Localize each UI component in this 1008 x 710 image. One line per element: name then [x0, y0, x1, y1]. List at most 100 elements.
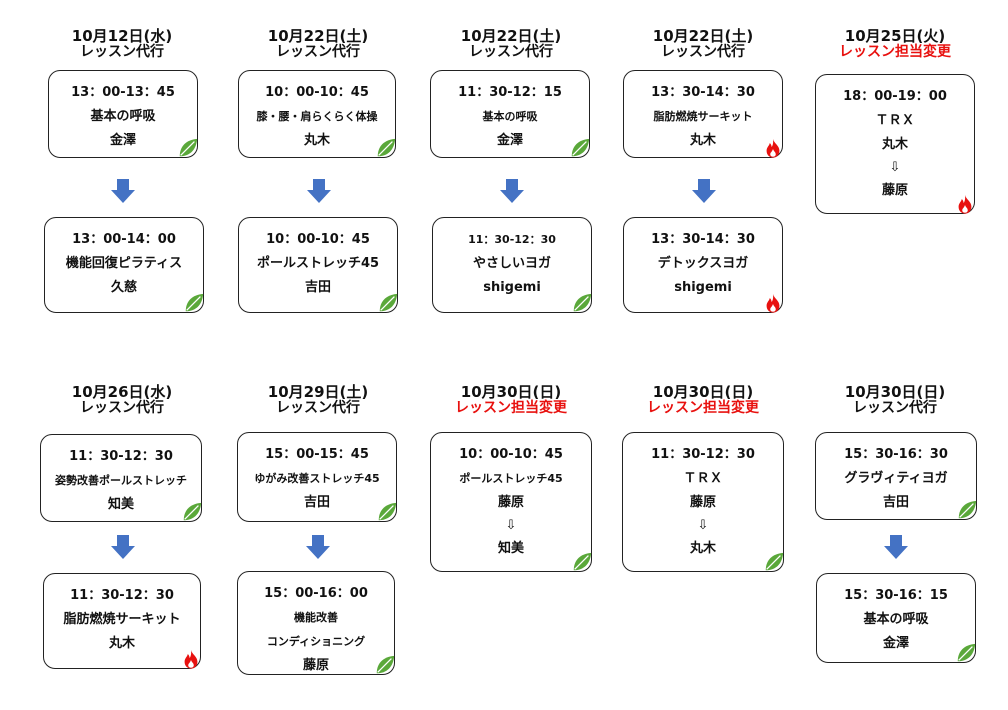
down-arrow-icon	[499, 178, 525, 204]
fire-icon	[762, 292, 784, 314]
leaf-icon	[183, 292, 205, 314]
time-slot: 13：30-14：30	[651, 232, 755, 247]
instructor-name: shigemi	[674, 280, 732, 295]
down-arrow-icon	[110, 534, 136, 560]
lesson-card-original: 15：00-15：45 ゆがみ改善ストレッチ45 吉田	[237, 432, 397, 522]
time-slot: 15：00-15：45	[265, 447, 369, 462]
instructor-name: 知美	[497, 541, 524, 556]
schedule-header: 10月22日(土)レッスン代行	[623, 28, 783, 60]
lesson-name: 藤原	[689, 495, 716, 510]
lesson-name: コンディショニング	[266, 635, 366, 648]
instructor-name: 丸木	[689, 541, 716, 556]
down-arrow-icon	[305, 534, 331, 560]
time-slot: 13：30-14：30	[651, 85, 755, 100]
change-type: レッスン代行	[276, 400, 360, 416]
schedule-date: 10月30日(日)	[844, 383, 946, 401]
lesson-name: ゆがみ改善ストレッチ45	[254, 472, 380, 485]
lesson-name: ＴＲＸ	[683, 471, 723, 486]
time-slot: 11：30-12：30	[651, 447, 755, 462]
change-type: レッスン代行	[80, 44, 164, 60]
instructor-name: 吉田	[304, 280, 331, 295]
lesson-card-original: 13：00-13：45 基本の呼吸金澤	[48, 70, 198, 158]
change-type: レッスン代行	[661, 44, 745, 60]
down-arrow-icon	[110, 178, 136, 204]
lesson-name: 基本の呼吸	[863, 612, 929, 627]
time-slot: 11：30-12：30	[70, 588, 174, 603]
instructor-name: shigemi	[483, 280, 541, 295]
schedule-header: 10月25日(火)レッスン担当変更	[815, 28, 975, 60]
time-slot: 15：30-16：30	[844, 447, 948, 462]
lesson-card-replacement: 10：00-10：45 ポールストレッチ45 吉田	[238, 217, 398, 313]
instructor-name: 吉田	[303, 495, 330, 510]
lesson-card-replacement: 13：00-14：00 機能回復ピラティス久慈	[44, 217, 204, 313]
time-slot: 10：00-10：45	[265, 85, 369, 100]
lesson-name: ポールストレッチ45	[256, 256, 380, 271]
lesson-name: 基本の呼吸	[90, 109, 156, 124]
instructor-name: 吉田	[882, 495, 909, 510]
leaf-icon	[569, 137, 591, 159]
leaf-icon	[177, 137, 199, 159]
lesson-name: やさしいヨガ	[472, 256, 551, 271]
time-slot: 13：00-13：45	[71, 85, 175, 100]
lesson-name: グラヴィティヨガ	[844, 471, 948, 486]
instructor-name: 金澤	[882, 636, 909, 651]
leaf-icon	[571, 292, 593, 314]
fire-icon	[180, 648, 202, 670]
fire-icon	[762, 137, 784, 159]
change-type: レッスン担当変更	[839, 44, 951, 60]
lesson-name: ＴＲＸ	[875, 113, 915, 128]
lesson-name: 機能回復ピラティス	[65, 256, 183, 271]
down-arrow-icon	[883, 534, 909, 560]
leaf-icon	[375, 137, 397, 159]
instructor-name: 久慈	[110, 280, 137, 295]
schedule-date: 10月22日(土)	[460, 27, 562, 45]
lesson-name: 姿勢改善ポールストレッチ	[55, 474, 187, 487]
schedule-date: 10月25日(火)	[844, 27, 946, 45]
schedule-header: 10月22日(土)レッスン代行	[431, 28, 591, 60]
instructor-name: 丸木	[689, 133, 716, 148]
instructor-name: 藤原	[881, 183, 908, 198]
lesson-name: 機能改善	[294, 611, 338, 624]
schedule-header: 10月26日(水)レッスン代行	[42, 384, 202, 416]
change-arrow-icon: ⇩	[697, 518, 709, 533]
time-slot: 10：00-10：45	[459, 447, 563, 462]
instructor-name: 丸木	[108, 636, 135, 651]
change-type: レッスン代行	[276, 44, 360, 60]
lesson-card-replacement: 11：30-12：30 やさしいヨガ shigemi	[432, 217, 592, 313]
down-arrow-icon	[691, 178, 717, 204]
instructor-name: 知美	[107, 497, 134, 512]
change-arrow-icon: ⇩	[889, 160, 901, 175]
schedule-header: 10月22日(土)レッスン代行	[238, 28, 398, 60]
time-slot: 11：30-12：30	[69, 449, 173, 464]
lesson-card-replacement: 11：30-12：30 脂肪燃焼サーキット丸木	[43, 573, 201, 669]
lesson-name: 脂肪燃焼サーキット	[63, 612, 181, 627]
change-type: レッスン担当変更	[647, 400, 759, 416]
time-slot: 18：00-19：00	[843, 89, 947, 104]
schedule-header: 10月29日(土)レッスン代行	[238, 384, 398, 416]
down-arrow-icon	[306, 178, 332, 204]
change-type: レッスン担当変更	[455, 400, 567, 416]
time-slot: 11：30-12：30	[468, 233, 556, 246]
change-type: レッスン代行	[80, 400, 164, 416]
time-slot: 10：00-10：45	[266, 232, 370, 247]
schedule-date: 10月29日(土)	[267, 383, 369, 401]
leaf-icon	[376, 501, 398, 523]
instructor-name: 金澤	[496, 133, 523, 148]
lesson-name: 基本の呼吸	[482, 110, 538, 123]
time-slot: 13：00-14：00	[72, 232, 176, 247]
instructor-name: 丸木	[303, 133, 330, 148]
schedule-date: 10月22日(土)	[267, 27, 369, 45]
instructor-name: 金澤	[109, 133, 136, 148]
leaf-icon	[374, 654, 396, 676]
leaf-icon	[763, 551, 785, 573]
schedule-date: 10月26日(水)	[71, 383, 173, 401]
schedule-header: 10月30日(日)レッスン担当変更	[623, 384, 783, 416]
schedule-date: 10月30日(日)	[460, 383, 562, 401]
change-type: レッスン代行	[469, 44, 553, 60]
